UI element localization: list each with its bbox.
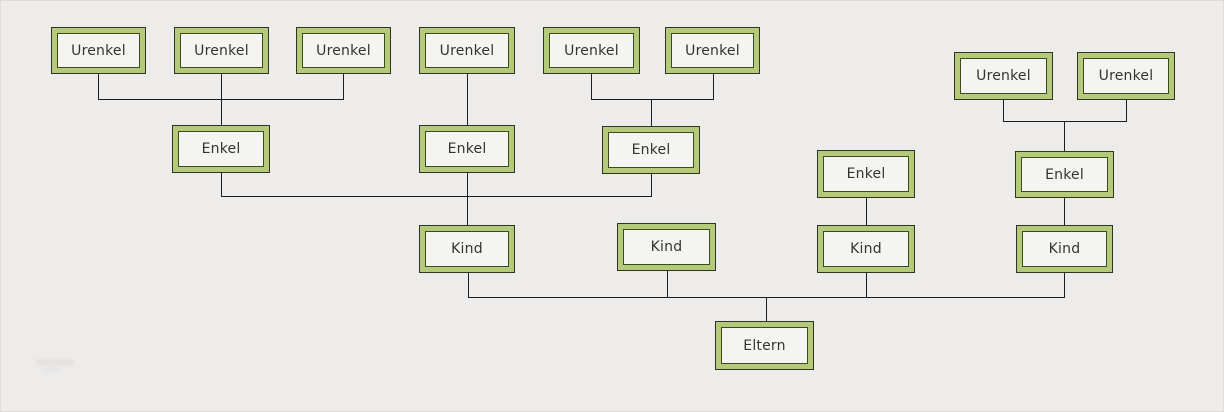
node-label: Urenkel: [57, 33, 140, 68]
node-enkel-1: Enkel: [172, 125, 270, 173]
connector-line: [1064, 121, 1065, 151]
node-label: Kind: [1022, 231, 1107, 267]
connector-line: [1003, 100, 1004, 122]
connector-line: [766, 297, 767, 321]
node-label: Kind: [623, 229, 710, 265]
node-enkel-2: Enkel: [419, 125, 515, 173]
connector-line: [98, 99, 344, 100]
connector-line: [1126, 100, 1127, 122]
connector-line: [1064, 198, 1065, 225]
node-label: Kind: [425, 231, 509, 267]
connector-line: [221, 196, 652, 197]
node-label: Enkel: [178, 131, 264, 167]
node-kind-1: Kind: [419, 225, 515, 273]
connector-line: [651, 174, 652, 197]
connector-line: [713, 74, 714, 100]
connector-line: [221, 173, 222, 197]
connector-line: [343, 74, 344, 100]
connector-line: [1003, 121, 1127, 122]
node-label: Urenkel: [1083, 58, 1169, 94]
node-label: Eltern: [721, 327, 808, 364]
node-enkel-3: Enkel: [602, 126, 700, 174]
node-kind-3: Kind: [817, 225, 915, 273]
node-enkel-5: Enkel: [1015, 151, 1114, 198]
connector-line: [591, 74, 592, 100]
node-urenkel-4: Urenkel: [419, 27, 515, 74]
node-urenkel-6: Urenkel: [665, 27, 760, 74]
node-label: Enkel: [608, 132, 694, 168]
node-label: Urenkel: [549, 33, 634, 68]
connector-line: [866, 273, 867, 298]
node-label: Enkel: [425, 131, 509, 167]
connector-line: [1064, 273, 1065, 298]
connector-line: [667, 271, 668, 298]
node-label: Enkel: [1021, 157, 1108, 192]
node-label: Urenkel: [425, 33, 509, 68]
node-urenkel-1: Urenkel: [51, 27, 146, 74]
node-urenkel-2: Urenkel: [174, 27, 269, 74]
node-label: Kind: [823, 231, 909, 267]
node-label: Enkel: [823, 156, 909, 192]
watermark: [36, 359, 78, 376]
connector-line: [651, 99, 652, 126]
connector-line: [467, 74, 468, 125]
node-label: Urenkel: [302, 33, 385, 68]
node-urenkel-5: Urenkel: [543, 27, 640, 74]
node-label: Urenkel: [960, 58, 1047, 94]
node-urenkel-3: Urenkel: [296, 27, 391, 74]
node-urenkel-8: Urenkel: [1077, 52, 1175, 100]
node-kind-2: Kind: [617, 223, 716, 271]
connector-line: [468, 273, 469, 298]
node-label: Urenkel: [671, 33, 754, 68]
connector-line: [591, 99, 714, 100]
node-label: Urenkel: [180, 33, 263, 68]
connector-line: [467, 173, 468, 225]
node-kind-4: Kind: [1016, 225, 1113, 273]
connector-line: [866, 198, 867, 225]
node-eltern: Eltern: [715, 321, 814, 370]
node-urenkel-7: Urenkel: [954, 52, 1053, 100]
connector-line: [98, 74, 99, 100]
node-enkel-4: Enkel: [817, 150, 915, 198]
